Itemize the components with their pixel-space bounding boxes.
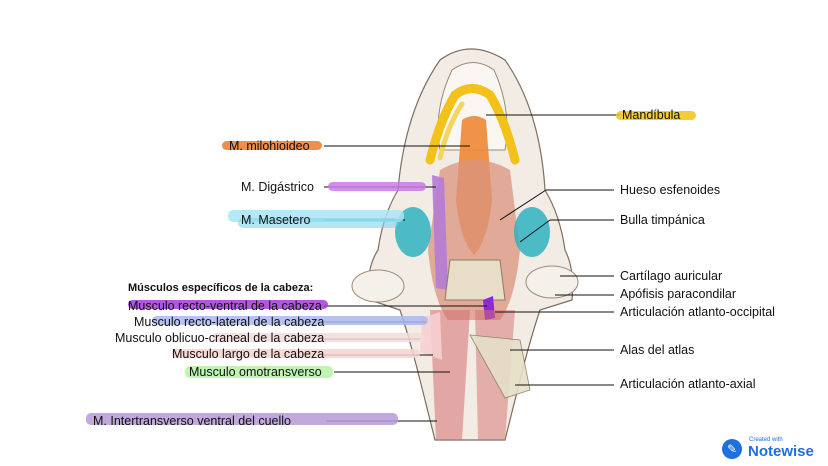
label-largo: Musculo largo de la cabeza bbox=[172, 347, 325, 361]
digastrico-shape bbox=[432, 175, 448, 290]
label-atlanto-axial: Articulación atlanto-axial bbox=[620, 377, 756, 391]
section-title: Músculos específicos de la cabeza: bbox=[128, 282, 314, 294]
highlight-mandibula bbox=[616, 111, 696, 120]
highlight-oblicuo bbox=[212, 333, 424, 342]
skull-base bbox=[444, 259, 506, 301]
label-mandibula: Mandíbula bbox=[622, 108, 681, 122]
highlight-recto-lateral bbox=[152, 316, 428, 325]
label-digastrico: M. Digástrico bbox=[241, 180, 314, 194]
masetero-right bbox=[514, 207, 550, 257]
label-milohioideo: M. milohioideo bbox=[229, 139, 310, 153]
notewise-brand: ✎ Created with Notewise bbox=[722, 437, 822, 461]
label-recto-lateral: Musculo recto-lateral de la cabeza bbox=[134, 315, 325, 329]
label-oblicuo: Musculo oblicuo-craneal de la cabeza bbox=[115, 331, 325, 345]
label-bulla: Bulla timpánica bbox=[620, 213, 705, 227]
cartilago-right bbox=[525, 265, 579, 299]
highlight-omotransverso bbox=[185, 366, 333, 378]
mandible-shape bbox=[425, 84, 520, 165]
pen-icon: ✎ bbox=[722, 439, 742, 459]
highlight-masetero-2 bbox=[238, 218, 398, 228]
highlight-recto-ventral bbox=[128, 300, 328, 309]
brand-caption: Created with bbox=[749, 437, 783, 443]
brand-name: Notewise bbox=[748, 443, 814, 460]
label-cartilago: Cartílago auricular bbox=[620, 269, 723, 283]
label-omotransverso: Musculo omotransverso bbox=[189, 365, 322, 379]
highlight-digastrico bbox=[328, 182, 426, 191]
highlight-largo bbox=[172, 349, 420, 358]
label-paracondilar: Apófisis paracondilar bbox=[620, 287, 737, 301]
highlight-intertransverso bbox=[86, 413, 398, 425]
label-atlanto-occipital: Articulación atlanto-occipital bbox=[620, 305, 775, 319]
label-intertransverso: M. Intertransverso ventral del cuello bbox=[93, 414, 292, 428]
mandible-inner bbox=[437, 101, 465, 161]
label-alas: Alas del atlas bbox=[620, 343, 695, 357]
label-recto-ventral: Musculo recto-ventral de la cabeza bbox=[128, 299, 322, 313]
label-esfenoides: Hueso esfenoides bbox=[620, 183, 721, 197]
highlight-milohioideo bbox=[222, 141, 322, 150]
atlas-shape bbox=[469, 334, 531, 399]
label-masetero: M. Masetero bbox=[241, 213, 311, 227]
cartilago-left bbox=[351, 269, 405, 303]
